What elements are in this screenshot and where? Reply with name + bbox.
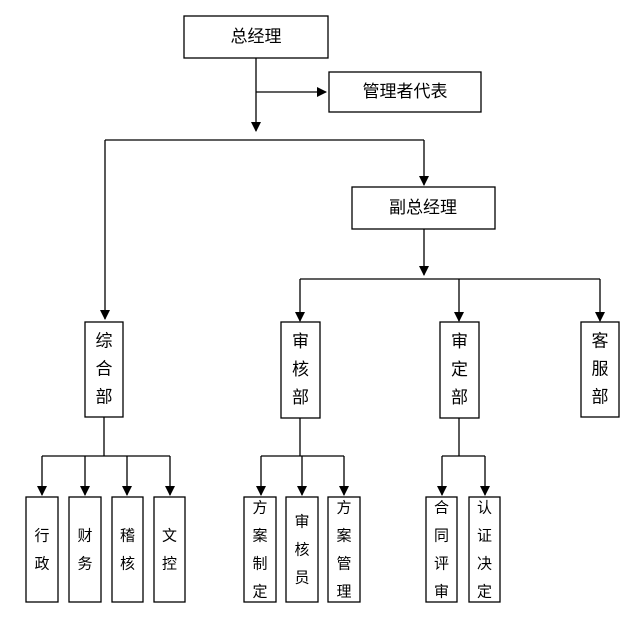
department-label-char: 客 xyxy=(592,332,609,352)
subunit-label-char: 核 xyxy=(294,541,309,559)
subunit-label-char: 案 xyxy=(252,527,267,545)
node-subunit: 财务 xyxy=(68,496,102,603)
department-label-char: 部 xyxy=(96,388,113,408)
node-department: 客服部 xyxy=(580,321,620,418)
node-subunit: 行政 xyxy=(25,496,59,603)
department-label-char: 部 xyxy=(292,388,309,408)
node-general-manager: 总经理 xyxy=(183,15,329,59)
subunit-label-char: 控 xyxy=(162,555,177,573)
node-deputy-general-manager-label: 副总经理 xyxy=(389,198,457,218)
department-label-char: 审 xyxy=(451,332,468,352)
node-deputy-general-manager: 副总经理 xyxy=(351,186,496,230)
subunit-label-char: 定 xyxy=(477,583,492,601)
subunit-label-char: 行 xyxy=(34,527,49,545)
subunit-label-char: 评 xyxy=(434,555,449,573)
subunit-label-char: 制 xyxy=(252,555,267,573)
node-subunit: 审核员 xyxy=(285,496,319,603)
node-department: 审定部 xyxy=(439,321,480,419)
department-label-char: 部 xyxy=(451,388,468,408)
subunit-label-char: 合 xyxy=(434,499,449,517)
node-general-manager-label: 总经理 xyxy=(231,27,282,47)
subunit-label-char: 审 xyxy=(434,583,449,601)
subunit-label-char: 理 xyxy=(336,583,351,601)
subunit-label-char: 政 xyxy=(34,555,49,573)
subunit-label-char: 认 xyxy=(477,499,492,517)
node-subunit: 稽核 xyxy=(111,496,144,603)
subunit-label-char: 同 xyxy=(434,527,449,545)
subunit-label-char: 核 xyxy=(120,555,135,573)
node-department: 综合部 xyxy=(84,321,124,418)
node-subunit: 文控 xyxy=(153,496,186,603)
department-label-char: 综 xyxy=(96,332,113,352)
department-label-char: 服 xyxy=(592,360,609,380)
subunit-label-char: 审 xyxy=(294,513,309,531)
department-label-char: 审 xyxy=(292,332,309,352)
subunit-label-char: 文 xyxy=(162,527,177,545)
department-label-char: 合 xyxy=(96,360,113,380)
connector-lines xyxy=(37,58,605,496)
subunit-label-char: 案 xyxy=(336,527,351,545)
subunit-label-char: 定 xyxy=(252,583,267,601)
subunit-label-char: 稽 xyxy=(120,527,135,545)
department-label-char: 核 xyxy=(292,360,309,380)
node-department: 审核部 xyxy=(280,321,321,419)
subunit-label-char: 方 xyxy=(336,499,351,517)
department-label-char: 定 xyxy=(451,360,468,380)
subunit-label-char: 务 xyxy=(77,555,92,573)
subunit-label-char: 员 xyxy=(294,569,309,587)
subunit-label-char: 管 xyxy=(336,555,351,573)
department-label-char: 部 xyxy=(592,388,609,408)
node-management-representative-label: 管理者代表 xyxy=(363,82,448,102)
subunit-label-char: 财 xyxy=(77,527,92,545)
subunit-label-char: 决 xyxy=(477,555,492,573)
subunit-label-char: 方 xyxy=(252,499,267,517)
subunit-label-char: 证 xyxy=(477,527,492,545)
node-management-representative: 管理者代表 xyxy=(328,71,482,113)
